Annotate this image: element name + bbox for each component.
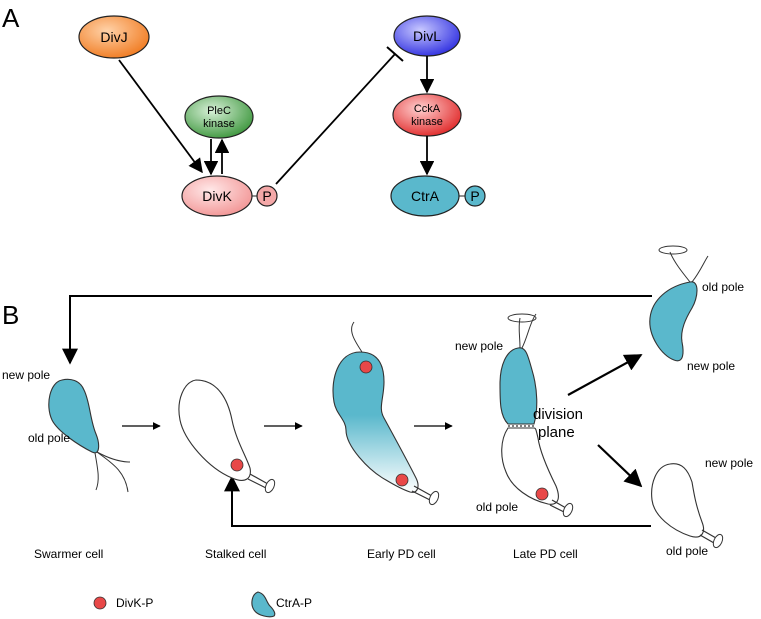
panel-b-label: B [2, 300, 19, 330]
swarmer-daughter-cell [649, 245, 709, 362]
swarmer-old-pole-label: old pole [28, 431, 70, 445]
divk-phosphate [256, 185, 278, 207]
ctra-phosphate [464, 185, 486, 207]
divj-node: DivJ [78, 15, 150, 59]
stage-label-early-pd: Early PD cell [367, 547, 436, 561]
stalked-divk-p-dot [230, 458, 244, 472]
divj-to-divk-arrow [118, 59, 203, 174]
divk-inhibits-divl [275, 46, 404, 185]
to-stalked-daughter-arrow [597, 444, 643, 488]
top-return-arrow [62, 295, 652, 365]
ccka-kinase-node: CckA kinase [392, 93, 462, 137]
divj-label: DivJ [100, 29, 127, 45]
plec-label-line1: PleC [207, 105, 231, 117]
division-plane-line2: plane [538, 424, 575, 441]
ctra-p-label: P [470, 188, 479, 204]
late-pd-divk-p-dot [535, 487, 549, 501]
legend-ctra-p-label: CtrA-P [276, 596, 312, 610]
early-pd-cell [332, 321, 440, 506]
divl-node: DivL [393, 15, 461, 57]
stage-label-stalked: Stalked cell [205, 547, 266, 561]
legend-ctra-p-swatch [251, 591, 276, 618]
stalked-cell [178, 379, 276, 494]
swarmer-new-pole-label: new pole [2, 368, 50, 382]
swarmer-cell [48, 378, 131, 493]
late-new-pole-label: new pole [455, 339, 503, 353]
divk-p-label: P [262, 188, 271, 204]
stage-label-late-pd: Late PD cell [513, 547, 578, 561]
ccka-label-line1: CckA [414, 103, 441, 115]
division-plane-line1: division [533, 406, 583, 423]
ctra-label: CtrA [411, 188, 440, 204]
early-pd-divk-p-bottom-dot [395, 473, 409, 487]
bottom-right-old-pole-label: old pole [666, 544, 708, 558]
plec-label-line2: kinase [203, 118, 235, 130]
late-pd-cell [499, 313, 574, 518]
bottom-return-arrow [224, 475, 651, 527]
bottom-right-new-pole-label: new pole [705, 456, 753, 470]
top-right-new-pole-label: new pole [687, 359, 735, 373]
legend-divk-p-swatch [93, 596, 107, 610]
panel-a-label: A [2, 3, 20, 33]
stalked-daughter-cell [651, 463, 724, 549]
early-pd-divk-p-top-dot [359, 360, 373, 374]
top-right-old-pole-label: old pole [702, 280, 744, 294]
divk-label: DivK [202, 188, 232, 204]
ctra-node: CtrA P [390, 175, 486, 217]
ccka-label-line2: kinase [411, 116, 443, 128]
divk-node: DivK P [181, 175, 278, 217]
stage-label-swarmer: Swarmer cell [34, 547, 103, 561]
late-old-pole-label: old pole [476, 500, 518, 514]
to-swarmer-daughter-arrow [567, 354, 643, 396]
plec-kinase-node: PleC kinase [184, 95, 254, 139]
legend: DivK-P CtrA-P [93, 591, 312, 618]
divl-label: DivL [413, 28, 441, 44]
legend-divk-p-label: DivK-P [116, 596, 153, 610]
